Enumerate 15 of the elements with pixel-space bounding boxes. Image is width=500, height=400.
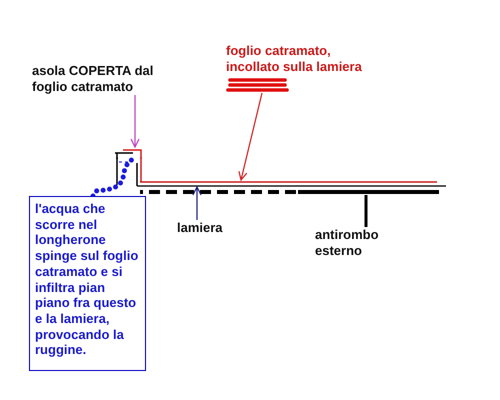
annotation-text: foglio catramato, incollato sulla lamiera <box>226 43 363 75</box>
part-label: antirombo esterno <box>315 227 380 259</box>
arrow <box>192 186 202 220</box>
leader-line <box>364 195 368 227</box>
dotted-line <box>90 156 136 198</box>
arrow <box>130 95 140 148</box>
annotation-text: asola COPERTA dal foglio catramato <box>32 63 154 95</box>
tar-sheet-line <box>140 180 437 184</box>
sheet-metal-line <box>137 185 446 187</box>
note-box <box>29 196 146 372</box>
arrow <box>238 92 263 181</box>
coating-line <box>140 189 440 195</box>
note-text: l'acqua che scorre nel longherone spinge sul foglio catramato e si infiltra pian piano fra questo e la lamiera, provocando la ruggine. <box>35 201 140 358</box>
slot-drawing <box>114 147 144 159</box>
part-label: lamiera <box>177 220 224 236</box>
